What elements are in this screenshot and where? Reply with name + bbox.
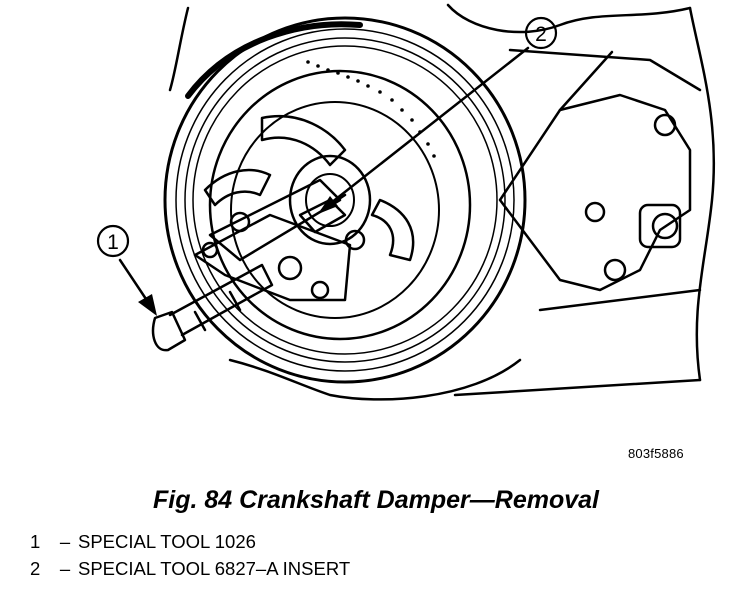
- legend-item-text: SPECIAL TOOL 1026: [78, 531, 256, 552]
- crankshaft-damper-illustration: 1 2: [96, 3, 716, 401]
- figure-id-code: 803f5886: [628, 446, 684, 461]
- callout-1: [96, 224, 130, 258]
- legend-item-dash: –: [59, 531, 71, 552]
- engine-block-outline: [168, 3, 716, 401]
- figure-legend: 1 – SPECIAL TOOL 1026 2 – SPECIAL TOOL 6…: [30, 531, 350, 585]
- callout-leaders: [118, 46, 530, 304]
- legend-item-number: 1: [30, 531, 41, 552]
- legend-item-1: 1 – SPECIAL TOOL 1026: [30, 531, 350, 558]
- engine-bracket: [498, 50, 692, 292]
- legend-item-text: SPECIAL TOOL 6827–A INSERT: [78, 558, 351, 579]
- crankshaft-damper: [163, 16, 527, 384]
- callout-1-number: 1: [107, 231, 119, 254]
- leader-arrowheads: [138, 196, 338, 316]
- timing-marks: [306, 60, 436, 158]
- legend-item-number: 2: [30, 558, 41, 579]
- forcing-screw: [151, 263, 274, 352]
- puller-tool: [193, 115, 415, 302]
- callout-2-number: 2: [535, 23, 547, 46]
- callout-2: [524, 16, 558, 50]
- legend-item-dash: –: [59, 558, 71, 579]
- legend-item-2: 2 – SPECIAL TOOL 6827–A INSERT: [30, 558, 350, 585]
- figure-caption: Fig. 84 Crankshaft Damper—Removal: [153, 486, 599, 514]
